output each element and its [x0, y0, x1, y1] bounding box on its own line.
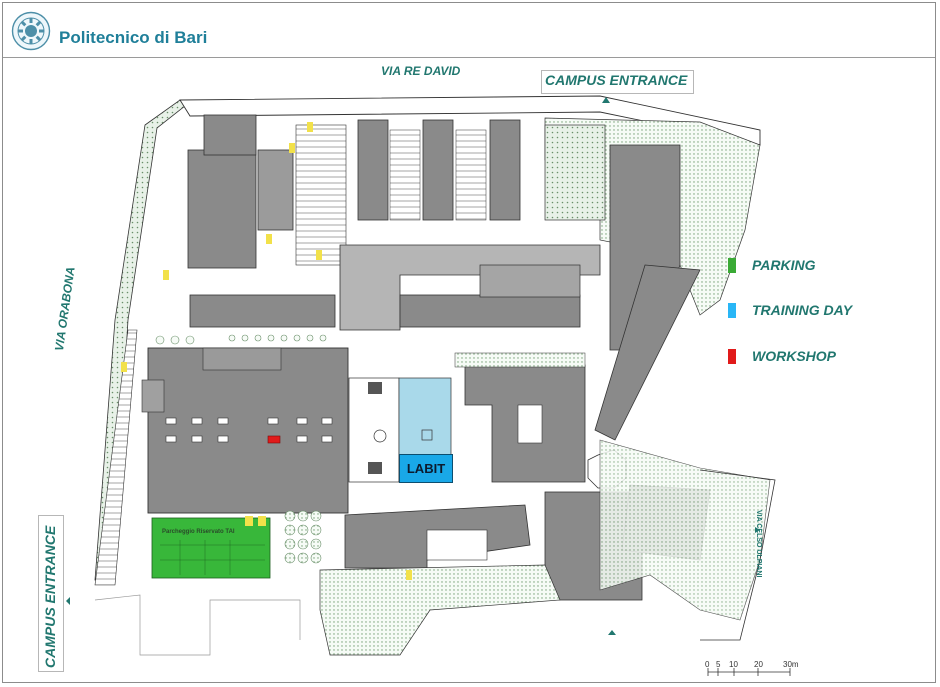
nw-parking-lines — [295, 124, 347, 266]
legend-training-label: TRAINING DAY — [752, 302, 853, 318]
north-entrance-box — [541, 70, 694, 94]
hall-top-block — [202, 347, 282, 371]
reserved-parking-label: Parcheggio Riservato TAI — [162, 529, 235, 535]
nw-building-wing — [203, 114, 257, 156]
scale-tick-30: 30m — [783, 660, 799, 669]
north-building-2 — [422, 119, 454, 221]
east-street-outline — [699, 469, 776, 641]
east-diagonal-wing — [594, 264, 701, 441]
tree-grid — [284, 510, 322, 564]
brand-name: Politecnico di Bari — [59, 28, 208, 47]
main-hall — [147, 347, 349, 514]
workshop-marker — [267, 435, 281, 444]
south-green-wedge — [319, 564, 561, 656]
legend-workshop: WORKSHOP — [728, 348, 836, 364]
legend-workshop-label: WORKSHOP — [752, 348, 836, 364]
scale-tick-20: 20 — [754, 660, 763, 669]
scale-tick-0: 0 — [705, 660, 710, 669]
central-fountain — [373, 429, 387, 443]
north-entrance-label: CAMPUS ENTRANCE — [545, 72, 688, 88]
legend-workshop-swatch — [728, 348, 736, 364]
west-road — [94, 329, 138, 586]
central-east-green — [454, 352, 586, 368]
yellow-marker-2 — [258, 516, 266, 526]
header: Politecnico di Bari — [3, 3, 935, 58]
legend-parking-swatch — [728, 257, 736, 273]
labit-label: LABIT — [399, 454, 453, 483]
street-label-north: VIA RE DAVID — [381, 64, 461, 78]
south-street-outline — [94, 594, 301, 656]
legend-training: TRAINING DAY — [728, 302, 852, 318]
north-entrance-arrow — [602, 97, 610, 103]
legend-training-swatch — [728, 302, 736, 318]
south-white-block — [426, 529, 488, 561]
north-building-1 — [357, 119, 389, 221]
central-east-inner — [517, 404, 543, 444]
legend-parking: PARKING — [728, 257, 816, 273]
corridor-block-2 — [399, 294, 581, 328]
tree-row-north — [155, 334, 327, 345]
legend-parking-label: PARKING — [752, 257, 816, 273]
yellow-marker-1 — [245, 516, 253, 526]
north-parking-lines — [389, 129, 421, 221]
street-label-east: VIA CELSO ULPIANI — [755, 510, 762, 578]
corridor-block — [189, 294, 336, 328]
east-green-wedge — [599, 439, 771, 621]
scale-tick-5: 5 — [716, 660, 721, 669]
central-stair — [368, 382, 382, 394]
east-entrance-arrow — [755, 527, 760, 533]
training-day-inner — [421, 429, 433, 441]
west-entrance-box — [38, 515, 64, 672]
reserved-parking — [151, 517, 271, 579]
yellow-markers — [121, 122, 412, 580]
north-parking-lines-2 — [455, 129, 487, 221]
nw-building — [187, 149, 257, 269]
north-building-3 — [489, 119, 521, 221]
west-entrance-label: CAMPUS ENTRANCE — [42, 525, 58, 668]
south-entrance-arrow — [608, 630, 616, 635]
corridor-link — [479, 264, 581, 298]
scale-bar — [707, 668, 791, 676]
nw-side-building — [257, 149, 294, 231]
parking-bay-lines — [160, 540, 265, 575]
central-stair-2 — [368, 462, 382, 474]
hall-annex — [141, 379, 165, 413]
politecnico-seal-icon — [11, 11, 51, 51]
west-entrance-arrow — [66, 597, 70, 605]
scale-tick-10: 10 — [729, 660, 738, 669]
ne-garden-block — [544, 124, 606, 221]
hall-workstations — [165, 417, 333, 443]
